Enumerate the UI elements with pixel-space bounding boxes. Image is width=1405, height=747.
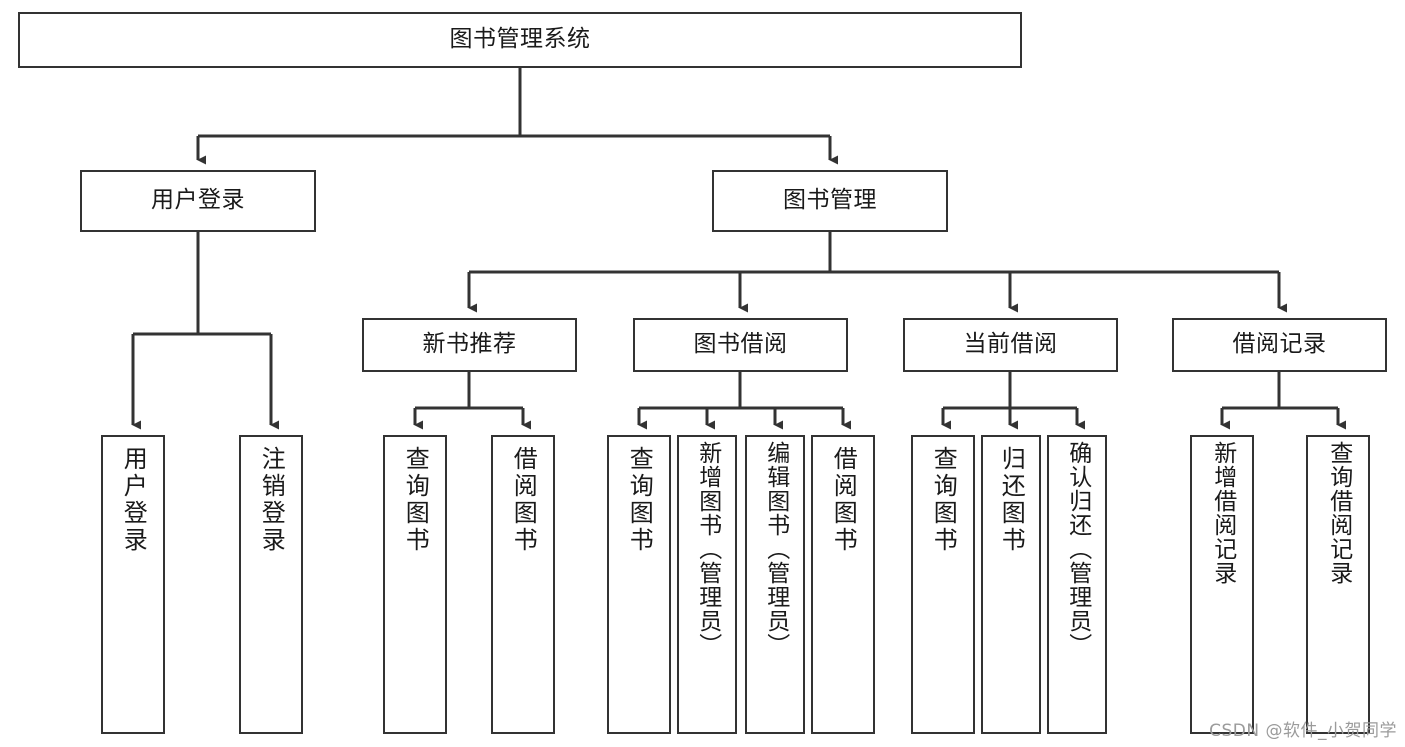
leaf-user-login[interactable]: 用户登录 (101, 435, 165, 734)
leaf-return-books[interactable]: 归还图书 (981, 435, 1041, 734)
leaf-borrow-books-newbook[interactable]: 借阅图书 (491, 435, 555, 734)
node-book-management[interactable]: 图书管理 (712, 170, 948, 232)
node-label: 编辑图书（管理员） (762, 441, 789, 657)
node-label: 当前借阅 (963, 331, 1058, 358)
node-label: 查询图书 (625, 446, 654, 554)
node-label: 确认归还（管理员） (1064, 441, 1091, 657)
leaf-logout[interactable]: 注销登录 (239, 435, 303, 734)
leaf-add-book-admin[interactable]: 新增图书（管理员） (677, 435, 737, 734)
node-label: 图书管理 (783, 187, 877, 214)
leaf-query-books-newbook[interactable]: 查询图书 (383, 435, 447, 734)
node-borrowing-record[interactable]: 借阅记录 (1172, 318, 1387, 372)
node-label: 归还图书 (997, 446, 1026, 554)
node-label: 图书管理系统 (449, 26, 591, 53)
leaf-query-borrowing-record[interactable]: 查询借阅记录 (1306, 435, 1370, 734)
node-label: 新书推荐 (422, 331, 517, 358)
node-label: 借阅记录 (1232, 331, 1327, 358)
node-user-login[interactable]: 用户登录 (80, 170, 316, 232)
node-label: 借阅图书 (829, 446, 858, 554)
node-label: 查询借阅记录 (1325, 441, 1352, 585)
node-label: 查询图书 (929, 446, 958, 554)
node-label: 图书借阅 (693, 331, 788, 358)
leaf-confirm-return-admin[interactable]: 确认归还（管理员） (1047, 435, 1107, 734)
node-label: 用户登录 (151, 187, 245, 214)
node-label: 查询图书 (401, 446, 430, 554)
node-new-book-recommendation[interactable]: 新书推荐 (362, 318, 577, 372)
node-label: 新增图书（管理员） (694, 441, 721, 657)
node-label: 借阅图书 (509, 446, 538, 554)
node-label: 注销登录 (257, 446, 286, 554)
node-root-book-management-system[interactable]: 图书管理系统 (18, 12, 1022, 68)
node-current-borrowing[interactable]: 当前借阅 (903, 318, 1118, 372)
leaf-add-borrowing-record[interactable]: 新增借阅记录 (1190, 435, 1254, 734)
leaf-query-books-current[interactable]: 查询图书 (911, 435, 975, 734)
node-label: 用户登录 (119, 446, 148, 554)
node-book-borrowing[interactable]: 图书借阅 (633, 318, 848, 372)
leaf-query-books-borrowing[interactable]: 查询图书 (607, 435, 671, 734)
node-label: 新增借阅记录 (1209, 441, 1236, 585)
leaf-lend-books[interactable]: 借阅图书 (811, 435, 875, 734)
leaf-edit-book-admin[interactable]: 编辑图书（管理员） (745, 435, 805, 734)
